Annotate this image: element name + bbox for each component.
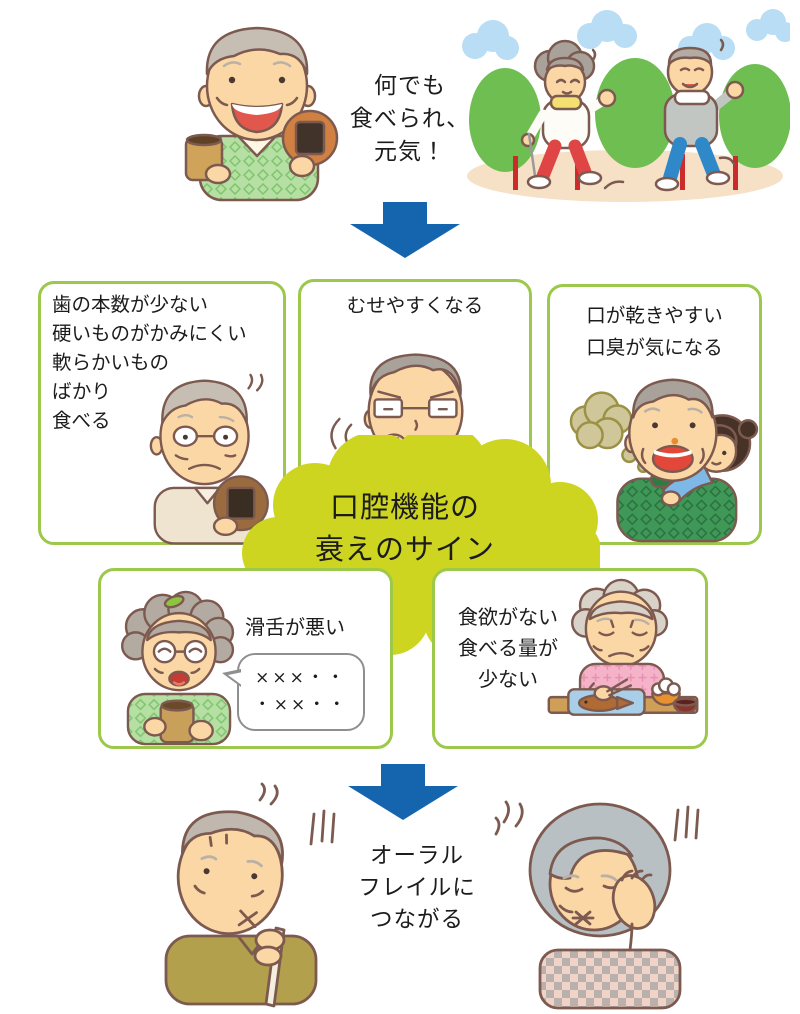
sign-line: 少ない <box>478 667 538 691</box>
healthy-caption-line: 元気！ <box>374 139 446 165</box>
happy-man-eating-illustration <box>184 26 339 202</box>
healthy-caption-line: 食べられ、 <box>349 106 471 132</box>
sign-line: 食べる量が <box>458 636 558 660</box>
sign-line: 硬いものがかみにくい <box>52 322 247 345</box>
sign-text-dry-mouth: 口が乾きやすい 口臭が気になる <box>557 300 752 364</box>
sign-text-appetite: 食欲がない 食べる量が 少ない <box>438 602 578 695</box>
sign-line: 歯の本数が少ない <box>52 293 209 316</box>
outcome-caption-line: フレイルに <box>358 875 476 901</box>
outcome-caption: オーラル フレイルに つながる <box>332 840 502 936</box>
speech-bubble-line: ×××・・ <box>255 668 347 688</box>
sign-line: 滑舌が悪い <box>245 615 345 639</box>
sad-man-with-cane-illustration <box>164 782 336 1008</box>
sign-text-few-teeth: 歯の本数が少ない 硬いものがかみにくい 軟らかいもの ばかり 食べる <box>52 290 282 435</box>
speech-bubble: ×××・・ ・××・・ <box>222 653 365 731</box>
healthy-caption-line: 何でも <box>374 73 446 99</box>
outcome-caption-line: つながる <box>369 907 464 933</box>
woman-small-meal-illustration <box>547 578 699 716</box>
outcome-caption-line: オーラル <box>369 843 464 869</box>
cloud-label: 口腔機能の 衰えのサイン <box>280 486 530 570</box>
sign-text-articulation: 滑舌が悪い <box>245 613 385 642</box>
cloud-label-line: 口腔機能の <box>329 490 480 524</box>
healthy-caption: 何でも 食べられ、 元気！ <box>328 70 492 169</box>
sign-line: 口が乾きやすい <box>586 304 723 327</box>
sign-line: 食欲がない <box>458 605 558 629</box>
walking-couple-illustration <box>462 9 790 202</box>
sad-woman-hand-on-cheek-illustration <box>494 800 700 1010</box>
sign-line: ばかり <box>52 380 111 403</box>
arrow-down-icon <box>348 764 458 820</box>
sign-line: 口臭が気になる <box>586 336 723 359</box>
speech-bubble-line: ・××・・ <box>253 695 349 715</box>
sign-line: 食べる <box>52 409 111 432</box>
cloud-label-line: 衰えのサイン <box>314 532 495 566</box>
sign-box-appetite <box>432 568 708 749</box>
sign-line: むせやすくなる <box>346 294 484 317</box>
arrow-down-icon <box>350 202 460 258</box>
worried-man-with-cracker-illustration <box>149 373 269 545</box>
man-with-grandchild-bad-breath-illustration <box>569 378 759 543</box>
sign-text-choking: むせやすくなる <box>308 291 522 320</box>
sign-line: 軟らかいもの <box>52 351 170 374</box>
woman-mumbling-with-cup-illustration <box>120 590 235 746</box>
